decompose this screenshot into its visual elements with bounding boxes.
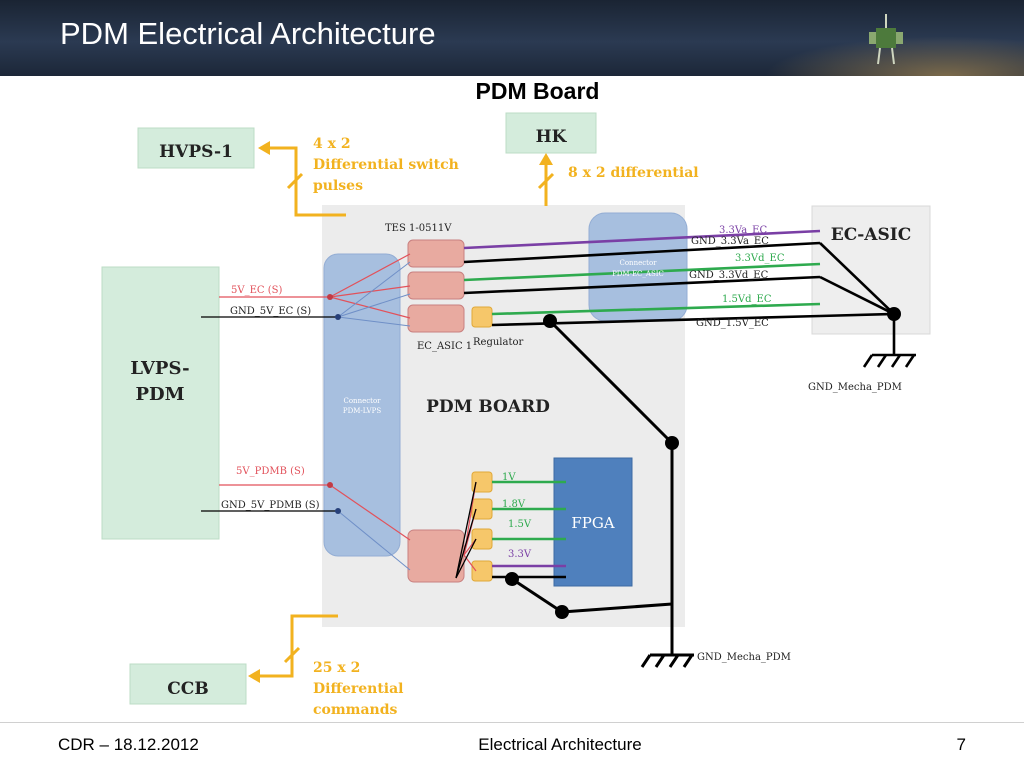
fpga-block bbox=[553, 457, 633, 587]
label-3-3v: 3.3V bbox=[508, 549, 532, 560]
connector-ec-label-1: Connector bbox=[619, 259, 657, 267]
footer-section: Electrical Architecture bbox=[478, 735, 642, 754]
connector-ec-label-2: PDM-EC_ASIC bbox=[612, 270, 664, 278]
hvps-block bbox=[137, 127, 255, 169]
ccb-label: CCB bbox=[167, 679, 208, 699]
slide-title: PDM Electrical Architecture bbox=[60, 16, 436, 51]
label-gnd-1-5v: GND_1.5V_EC bbox=[696, 318, 769, 329]
tes-label: TES 1-0511V bbox=[385, 223, 452, 234]
label-1-8v: 1.8V bbox=[502, 499, 526, 510]
regulators bbox=[471, 306, 493, 582]
ec-asic-box bbox=[811, 205, 931, 335]
hk-block bbox=[505, 112, 597, 154]
label-gnd-3-3vd: GND_3.3Vd_EC bbox=[689, 270, 769, 281]
fpga-label: FPGA bbox=[571, 514, 614, 532]
label-gnd-3-3va: GND_3.3Va_EC bbox=[691, 236, 769, 247]
hvps-note-1: 4 x 2 bbox=[313, 136, 351, 152]
ccb-note-3: commands bbox=[313, 702, 398, 718]
ccb-block bbox=[129, 663, 247, 705]
diagram-subtitle: PDM Board bbox=[475, 78, 600, 104]
hvps-label: HVPS-1 bbox=[159, 142, 233, 162]
fpga-power-lines bbox=[492, 480, 566, 579]
ec-ground-node bbox=[887, 307, 901, 321]
regulator-label: Regulator bbox=[473, 337, 523, 348]
label-5v-ec: 5V_EC (S) bbox=[231, 285, 282, 296]
pdm-board-label: PDM BOARD bbox=[426, 397, 550, 417]
lvps-label-line1: LVPS- bbox=[130, 358, 189, 379]
hk-label: HK bbox=[536, 127, 568, 147]
label-1v: 1V bbox=[502, 472, 516, 483]
lvps-label-line2: PDM bbox=[135, 384, 184, 405]
label-1-5vd: 1.5Vd_EC bbox=[722, 294, 772, 305]
ccb-note-1: 25 x 2 bbox=[313, 660, 360, 676]
satellite-icon bbox=[869, 14, 903, 65]
ec-asic-1-label: EC_ASIC 1 bbox=[417, 341, 472, 352]
footer-date: CDR – 18.12.2012 bbox=[58, 735, 199, 754]
label-gnd-mecha-2: GND_Mecha_PDM bbox=[697, 652, 791, 663]
label-5v-pdmb: 5V_PDMB (S) bbox=[236, 466, 305, 477]
hk-note: 8 x 2 differential bbox=[568, 165, 699, 181]
label-gnd-5v-ec: GND_5V_EC (S) bbox=[230, 306, 311, 317]
label-3-3vd: 3.3Vd_EC bbox=[735, 253, 785, 264]
hvps-note-3: pulses bbox=[313, 178, 363, 194]
title-bar: PDM Electrical Architecture bbox=[0, 0, 1024, 76]
label-gnd-5v-pdmb: GND_5V_PDMB (S) bbox=[221, 500, 320, 511]
label-3-3va: 3.3Va_EC bbox=[719, 225, 767, 236]
ccb-note-2: Differential bbox=[313, 681, 404, 697]
junction-dots bbox=[327, 294, 341, 514]
tes-converters bbox=[407, 239, 465, 583]
connector-pdm-ec-asic bbox=[588, 212, 688, 322]
ec-asic-label: EC-ASIC bbox=[831, 225, 912, 245]
footer-page-number: 7 bbox=[956, 735, 966, 754]
lvps-block bbox=[101, 266, 220, 540]
pdm-ground-nodes bbox=[505, 314, 679, 619]
pdm-ground-network bbox=[511, 319, 694, 668]
footer-divider bbox=[0, 722, 1024, 723]
black-signal-lines bbox=[201, 316, 477, 579]
label-1-5v: 1.5V bbox=[508, 519, 532, 530]
connector-pdm-lvps bbox=[323, 253, 401, 557]
label-gnd-mecha-1: GND_Mecha_PDM bbox=[808, 382, 902, 393]
connector-lvps-label-2: PDM-LVPS bbox=[343, 407, 381, 415]
connector-lvps-label-1: Connector bbox=[343, 397, 381, 405]
annotation-arrows bbox=[248, 141, 555, 683]
blue-fan-lines bbox=[337, 261, 411, 571]
pdm-architecture-diagram: HVPS-1 HK EC-ASIC LVPS- PDM CCB PDM BOAR… bbox=[101, 112, 931, 718]
ec-ground-lines bbox=[819, 242, 916, 368]
hvps-note-2: Differential switch bbox=[313, 157, 459, 173]
